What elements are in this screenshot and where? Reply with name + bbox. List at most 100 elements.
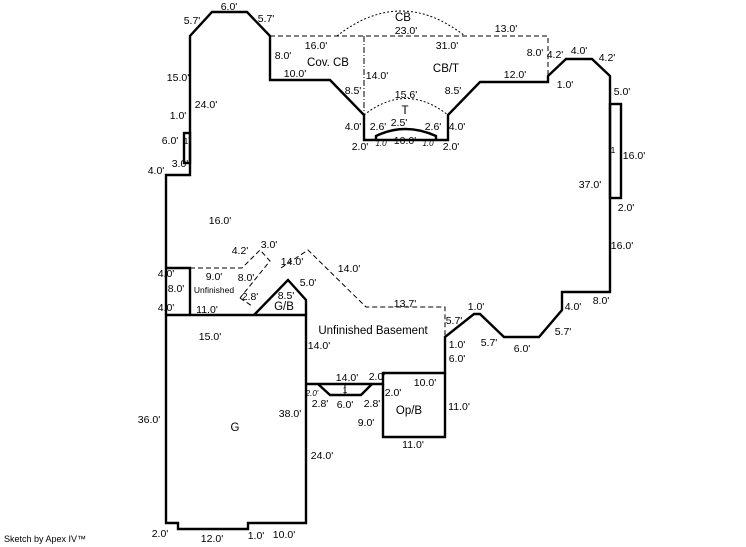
dimension-label: 5.0' [614, 86, 631, 98]
dimension-label: 2.0' [385, 387, 402, 399]
dimension-label: 2.0' [305, 389, 319, 398]
dimension-label: 16.0' [305, 40, 327, 52]
dimension-label: 1.0 [422, 139, 434, 148]
left-window-box [182, 131, 192, 165]
dimension-label: 8.0' [527, 47, 544, 59]
dimension-label: 9.0' [206, 271, 223, 283]
dimension-label: 5.7' [555, 326, 572, 338]
dimension-label: 8.5' [345, 85, 362, 97]
main-outline-wall [164, 10, 612, 386]
dimension-label: 4.0' [571, 45, 588, 57]
covered-boundary-dashed [270, 35, 549, 76]
dimension-label: 10.0' [273, 529, 295, 541]
dimension-label: 5.7' [481, 337, 498, 349]
room-label-unfinished: Unfinished [194, 285, 234, 295]
opening-marker: 1 [343, 385, 348, 395]
dimension-label: 4.0' [158, 302, 175, 314]
dimension-label: 38.0' [279, 408, 301, 420]
dimension-label: 6.0' [221, 1, 238, 13]
dimension-label: 13.7' [394, 298, 416, 310]
terrace-arc-wall [374, 127, 438, 142]
dimension-label: 24.0' [195, 99, 217, 111]
dimension-label: 10.0' [394, 135, 416, 147]
dimension-label: 6.0' [337, 399, 354, 411]
garage-wall [164, 313, 308, 531]
dimension-label: 14.0' [308, 340, 330, 352]
dimension-label: 14.0' [338, 263, 360, 275]
dimension-label: 11.0' [196, 304, 218, 316]
dimension-label: 12.0' [504, 69, 526, 81]
unfinished-boundary-dashed [190, 249, 446, 337]
dimension-label: 8.0' [593, 295, 610, 307]
dimension-label: 2.0' [618, 202, 635, 214]
dimension-label: 5.7' [184, 15, 201, 27]
room-label-cb: CB [395, 12, 411, 24]
dimension-label: 4.0' [345, 121, 362, 133]
dimension-label: 5.0' [300, 277, 317, 289]
dimension-label: 16.0' [623, 150, 645, 162]
dimension-label: 4.2' [547, 49, 564, 61]
dimension-label: 15.6' [395, 89, 417, 101]
room-label-g-b: G/B [274, 301, 294, 313]
dimension-label: 16.0' [209, 215, 231, 227]
dimension-label: 12.0' [201, 533, 223, 545]
dimension-label: 16.0' [611, 240, 633, 252]
dimension-label: 9.0' [358, 417, 375, 429]
dimension-label: 4.0' [449, 121, 466, 133]
dimension-label: 2.5' [391, 117, 408, 129]
room-label-unfinished-basement: Unfinished Basement [318, 325, 428, 337]
room-label-cb-t: CB/T [433, 63, 459, 75]
dimension-label: 5.7' [258, 13, 275, 25]
right-window-box [608, 102, 623, 200]
dimension-label: 2.8' [312, 398, 329, 410]
dimension-label: 8.0' [275, 50, 292, 62]
dimension-label: 13.0' [495, 23, 517, 35]
room-label-g: G [231, 422, 240, 434]
dimension-label: 6.0' [162, 135, 179, 147]
opening-marker: 1 [611, 145, 616, 155]
room-label-op-b: Op/B [396, 405, 423, 417]
footer-credit: Sketch by Apex IV™ [4, 534, 87, 544]
dimension-label: 1.0' [468, 301, 485, 313]
dimension-label: 1.0' [248, 530, 265, 542]
dimension-label: 8.5' [445, 85, 462, 97]
dimension-label: 36.0' [138, 414, 160, 426]
dimension-label: 11.0' [402, 439, 424, 451]
dimension-label: 11.0' [448, 401, 470, 413]
garage-basement-wall [253, 278, 308, 316]
dimension-label: 14.0' [336, 372, 358, 384]
dimension-label: 4.2' [232, 245, 249, 257]
opening-marker: 1 [184, 136, 189, 146]
dimension-label: 14.0' [366, 70, 388, 82]
dimension-label: 8.5' [278, 290, 295, 302]
dimension-label: 15.0' [167, 72, 189, 84]
dimension-label: 2.0' [352, 141, 369, 153]
dimension-label: 1.0' [170, 110, 187, 122]
op-b-wall [381, 373, 447, 439]
dimension-label: 14.0' [281, 256, 303, 268]
dimension-label: 5.7' [446, 315, 463, 327]
dimension-label: 4.0' [565, 301, 582, 313]
cb-arc [336, 10, 466, 37]
dimension-label: 10.0' [414, 377, 436, 389]
dimension-label: 15.0' [199, 331, 221, 343]
dimension-label: 37.0' [579, 179, 601, 191]
dimension-label: 4.0' [158, 268, 175, 280]
dimension-label: 2.0' [369, 371, 386, 383]
dimension-label: 10.0' [284, 68, 306, 80]
dimension-label: 23.0' [395, 25, 417, 37]
dimension-label: 1.0 [375, 139, 387, 148]
dimension-label: 3.0' [172, 158, 189, 170]
dimension-label: 24.0' [311, 450, 333, 462]
dimension-label: 4.2' [599, 52, 616, 64]
dimension-label: 31.0' [436, 40, 458, 52]
room-label-t: T [401, 105, 408, 117]
t-arc [363, 98, 449, 116]
dimension-label: 2.6' [425, 121, 442, 133]
dimension-label: 6.0' [449, 353, 466, 365]
dimension-label: 1.0' [557, 79, 574, 91]
room-label-cov-cb: Cov. CB [307, 57, 349, 69]
dimension-label: 6.0' [514, 343, 531, 355]
dimension-label: 3.0' [261, 239, 278, 251]
